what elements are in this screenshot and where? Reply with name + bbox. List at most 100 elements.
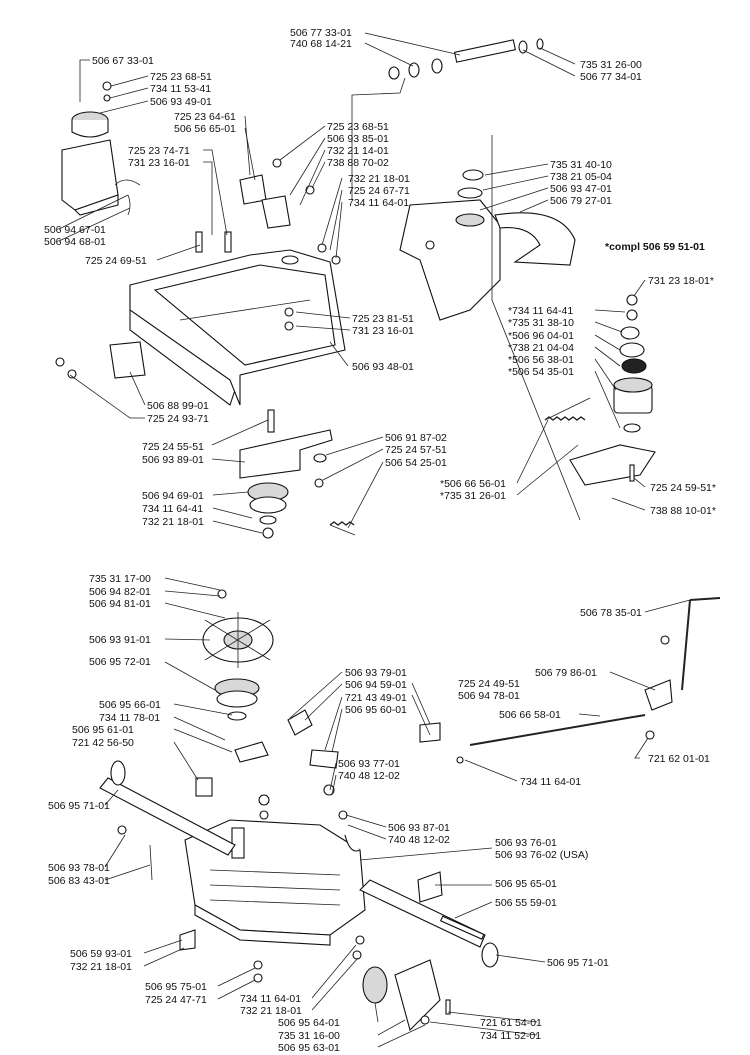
part-label: 735 31 26-00 bbox=[580, 59, 642, 71]
part-label: 734 11 64-01 bbox=[348, 197, 410, 209]
part-label: 506 59 93-01 bbox=[70, 948, 132, 960]
part-label: 506 95 75-01 bbox=[145, 981, 207, 993]
part-label: 506 56 65-01 bbox=[174, 123, 236, 135]
left-axle bbox=[99, 760, 236, 856]
part-label: 725 24 55-51 bbox=[142, 441, 204, 453]
compl-note: *compl 506 59 51-01 bbox=[605, 241, 705, 253]
leader-lines bbox=[58, 32, 691, 1048]
part-label: 732 21 18-01 bbox=[142, 516, 204, 528]
part-label: 506 93 85-01 bbox=[327, 133, 389, 145]
part-label: 721 42 56-50 bbox=[72, 737, 134, 749]
part-label: 506 93 48-01 bbox=[352, 361, 414, 373]
part-label: 506 95 71-01 bbox=[48, 800, 110, 812]
part-label: 725 24 49-51 bbox=[458, 678, 520, 690]
part-label: 506 93 91-01 bbox=[89, 634, 151, 646]
part-label: 721 62 01-01 bbox=[648, 753, 710, 765]
part-label: 506 55 59-01 bbox=[495, 897, 557, 909]
sub-frame bbox=[55, 249, 346, 406]
part-label: 725 23 64-61 bbox=[174, 111, 236, 123]
part-label: 506 94 68-01 bbox=[44, 236, 106, 248]
part-label: 725 24 69-51 bbox=[85, 255, 147, 267]
part-label: 734 11 64-41 bbox=[142, 503, 204, 515]
part-label: 506 95 64-01 bbox=[278, 1017, 340, 1029]
part-label: 506 95 63-01 bbox=[278, 1042, 340, 1054]
part-label: 725 23 68-51 bbox=[327, 121, 389, 133]
pulley-small bbox=[247, 482, 289, 539]
fuel-tank bbox=[61, 81, 141, 216]
part-label: 734 11 53-41 bbox=[150, 83, 212, 95]
part-label: *506 66 56-01 bbox=[440, 478, 506, 490]
part-label: 725 23 74-71 bbox=[128, 145, 190, 157]
part-label: 732 21 18-01 bbox=[240, 1005, 302, 1017]
part-label: 506 93 76-02 (USA) bbox=[495, 849, 589, 861]
part-label: 506 93 47-01 bbox=[550, 183, 612, 195]
part-label: 740 68 14-21 bbox=[290, 38, 352, 50]
part-label: 506 77 34-01 bbox=[580, 71, 642, 83]
part-label: 506 94 59-01 bbox=[345, 679, 407, 691]
part-label: 506 79 27-01 bbox=[550, 195, 612, 207]
part-label: 725 24 57-51 bbox=[385, 444, 447, 456]
control-lever bbox=[239, 409, 356, 536]
part-label: 506 93 49-01 bbox=[150, 96, 212, 108]
part-label: 740 48 12-02 bbox=[338, 770, 400, 782]
part-label: 725 24 67-71 bbox=[348, 185, 410, 197]
part-label: 506 95 60-01 bbox=[345, 704, 407, 716]
part-label: *734 11 64-41 bbox=[508, 305, 574, 317]
springs bbox=[329, 416, 586, 526]
part-label: 735 31 16-00 bbox=[278, 1030, 340, 1042]
part-label: 738 88 10-01* bbox=[650, 505, 716, 517]
part-label: *506 54 35-01 bbox=[508, 366, 574, 378]
part-label: *506 56 38-01 bbox=[508, 354, 574, 366]
part-label: 506 67 33-01 bbox=[92, 55, 154, 67]
part-label: 731 23 16-01 bbox=[352, 325, 414, 337]
part-label: 732 21 18-01 bbox=[70, 961, 132, 973]
part-label: 734 11 64-01 bbox=[240, 993, 302, 1005]
part-label: 506 94 81-01 bbox=[89, 598, 151, 610]
part-label: 506 93 77-01 bbox=[338, 758, 400, 770]
part-label: 506 94 69-01 bbox=[142, 490, 204, 502]
part-label: 734 11 64-01 bbox=[520, 776, 582, 788]
part-label: 506 79 86-01 bbox=[535, 667, 597, 679]
brake-parts bbox=[179, 871, 451, 1032]
part-label: 735 31 17-00 bbox=[89, 573, 151, 585]
part-label: 506 93 76-01 bbox=[495, 837, 557, 849]
part-label: 506 77 33-01 bbox=[290, 27, 352, 39]
part-label: 738 88 70-02 bbox=[327, 157, 389, 169]
part-label: 506 94 67-01 bbox=[44, 224, 106, 236]
part-label: 740 48 12-02 bbox=[388, 834, 450, 846]
part-label: 506 94 82-01 bbox=[89, 586, 151, 598]
part-label: 506 88 99-01 bbox=[147, 400, 209, 412]
part-label: *506 96 04-01 bbox=[508, 330, 574, 342]
part-label: 732 21 14-01 bbox=[327, 145, 389, 157]
part-label: 506 95 71-01 bbox=[547, 957, 609, 969]
part-label: 506 54 25-01 bbox=[385, 457, 447, 469]
part-label: 725 23 81-51 bbox=[352, 313, 414, 325]
part-label: 506 93 87-01 bbox=[388, 822, 450, 834]
transmission-bracket bbox=[399, 169, 576, 321]
control-rods bbox=[419, 597, 721, 764]
part-label: 506 83 43-01 bbox=[48, 875, 110, 887]
part-label: 506 78 35-01 bbox=[580, 607, 642, 619]
part-label: 734 11 78-01 bbox=[99, 712, 161, 724]
part-label: 734 11 52-01 bbox=[480, 1030, 542, 1042]
part-label: 721 61 54-01 bbox=[480, 1017, 542, 1029]
part-label: 725 24 47-71 bbox=[145, 994, 207, 1006]
part-label: 506 95 72-01 bbox=[89, 656, 151, 668]
clutch-assembly bbox=[544, 294, 656, 486]
part-label: 738 21 05-04 bbox=[550, 171, 612, 183]
part-label: *738 21 04-04 bbox=[508, 342, 574, 354]
part-label: *735 31 38-10 bbox=[508, 317, 574, 329]
part-label: 506 95 61-01 bbox=[72, 724, 134, 736]
part-label: 506 91 87-02 bbox=[385, 432, 447, 444]
bracket-hardware bbox=[195, 158, 341, 331]
part-label: 506 95 65-01 bbox=[495, 878, 557, 890]
axle-pin-assembly bbox=[388, 38, 544, 80]
part-label: 735 31 40-10 bbox=[550, 159, 612, 171]
part-label: 506 66 58-01 bbox=[499, 709, 561, 721]
part-label: 506 93 89-01 bbox=[142, 454, 204, 466]
part-label: 725 24 93-71 bbox=[147, 413, 209, 425]
part-label: 506 93 78-01 bbox=[48, 862, 110, 874]
part-label: 506 94 78-01 bbox=[458, 690, 520, 702]
